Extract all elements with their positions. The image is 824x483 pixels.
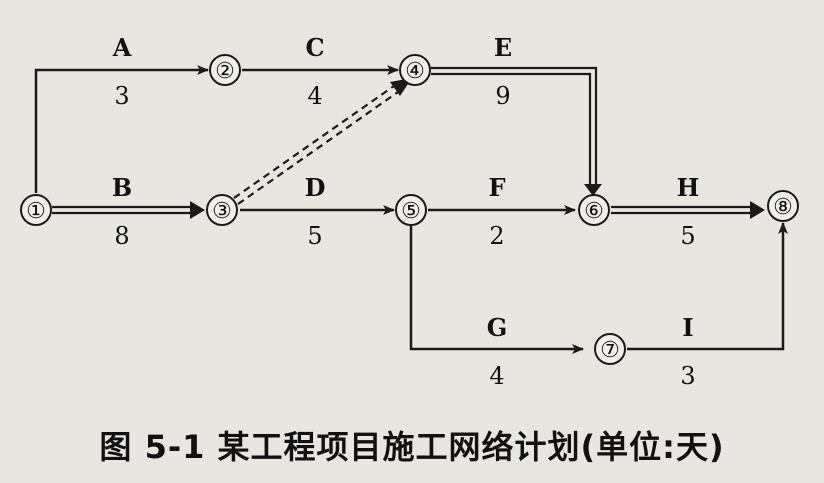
arrow-h [611,201,765,219]
activity-c-name: C [305,33,324,62]
activity-f-name: F [488,173,505,202]
arrow-b [52,201,205,219]
node-5-label: ⑤ [401,199,421,224]
activity-a-name: A [112,33,132,62]
node-8: ⑧ [767,190,799,222]
activity-e-duration: 9 [495,82,510,110]
node-5: ⑤ [395,194,427,226]
activity-b-duration: 8 [114,222,129,250]
arrow-e [431,66,602,196]
node-2: ② [209,54,241,86]
activity-g-name: G [487,313,508,342]
activity-f-duration: 2 [489,222,504,250]
node-8-label: ⑧ [773,195,793,220]
node-3: ③ [206,194,238,226]
activity-d-name: D [305,173,326,202]
activity-c-duration: 4 [307,82,322,110]
activity-e-name: E [494,33,512,62]
figure-caption: 图 5-1 某工程项目施工网络计划(单位:天) [99,428,725,466]
activity-g-duration: 4 [489,362,504,390]
activity-i-name: I [682,313,693,342]
node-6-label: ⑥ [584,199,604,224]
node-1-label: ① [26,199,46,224]
activity-a-duration: 3 [114,82,129,110]
activity-h-duration: 5 [680,222,695,250]
node-3-label: ③ [212,199,232,224]
arrow-a [34,65,209,193]
node-6: ⑥ [578,194,610,226]
node-7: ⑦ [594,333,626,365]
node-7-label: ⑦ [600,338,620,363]
network-diagram: ① ② ③ ④ ⑤ ⑥ ⑦ ⑧ A 3 [20,33,799,390]
activity-i-duration: 3 [680,362,695,390]
node-4: ④ [399,54,431,86]
node-4-label: ④ [405,59,425,84]
node-1: ① [20,194,52,226]
activity-d-duration: 5 [307,222,322,250]
activity-b-name: B [112,173,132,202]
arrow-g [409,226,584,354]
arrow-i [627,222,788,351]
activity-h-name: H [677,173,700,202]
node-2-label: ② [215,59,235,84]
